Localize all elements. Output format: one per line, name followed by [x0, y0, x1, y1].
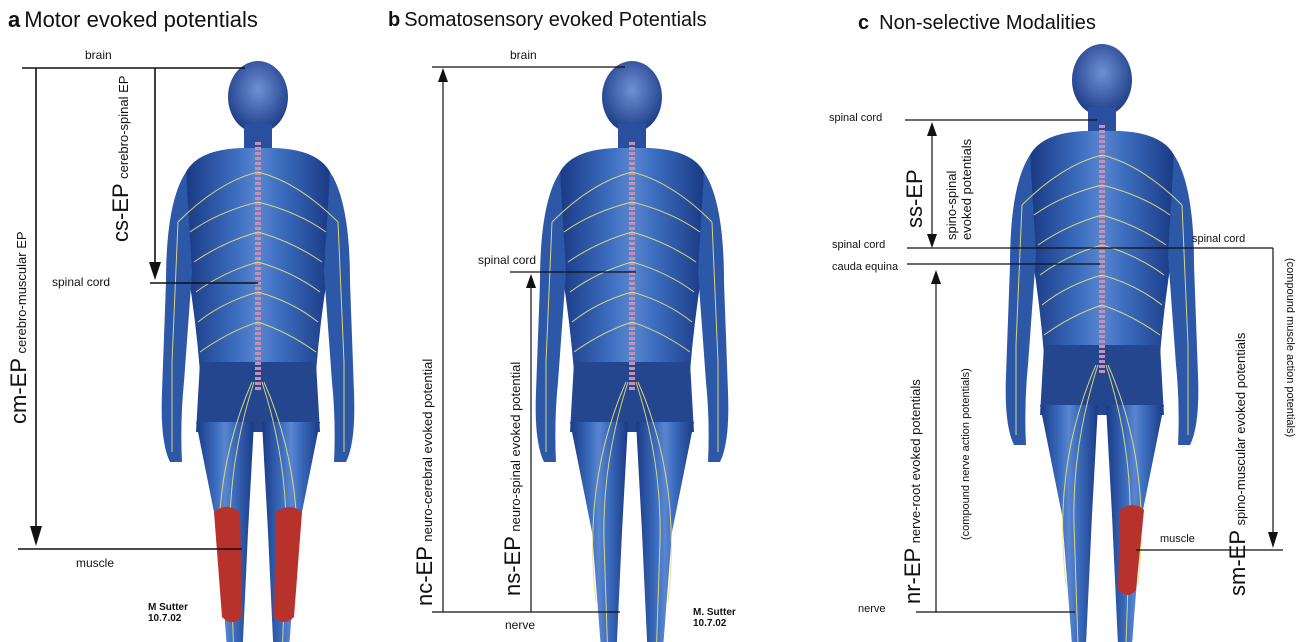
muscle-highlight-left: [214, 507, 242, 622]
a-cm-arrowhead: [30, 526, 42, 546]
a-brain-label: brain: [85, 48, 112, 62]
b-nerve-label: nerve: [505, 618, 535, 632]
body-illustration-c: [1006, 44, 1199, 642]
b-brain-label: brain: [510, 48, 537, 62]
c-nr-paren-label: (compound nerve action potentials): [956, 368, 974, 540]
c-nr-ep-label: nr-EP nerve-root evoked potentials: [902, 379, 927, 604]
muscle-highlight-right: [274, 507, 302, 622]
c-spinal-cord-top-label: spinal cord: [829, 112, 882, 124]
c-ss-arrowhead-up: [927, 122, 937, 136]
body-illustration-a: [162, 61, 355, 642]
a-cm-ep-label: cm-EP cerebro-muscular EP: [6, 231, 32, 424]
a-cs-arrowhead: [149, 262, 161, 280]
c-ss-sub-label: spino-spinal evoked potentials: [944, 139, 974, 240]
body-illustration-b: [536, 61, 729, 642]
c-ss-arrowhead-down: [927, 234, 937, 248]
c-nerve-label: nerve: [858, 603, 886, 615]
c-cauda-equina-label: cauda equina: [832, 261, 898, 273]
c-sm-ep-label: sm-EP spino-muscular evoked potentials: [1225, 333, 1251, 596]
b-ns-arrowhead: [526, 274, 536, 288]
a-muscle-label: muscle: [76, 556, 114, 570]
c-sm-arrowhead: [1268, 532, 1278, 548]
c-spinal-cord-right-label: spinal cord: [1192, 233, 1245, 245]
b-ns-ep-label: ns-EP neuro-spinal evoked potential: [500, 362, 526, 596]
a-cs-ep-label: cs-EP cerebro-spinal EP: [108, 76, 134, 242]
c-nr-arrowhead: [931, 270, 941, 284]
b-nc-arrowhead: [438, 68, 448, 82]
c-ss-ep-label: ss-EP: [902, 169, 928, 228]
a-spinal-cord-label: spinal cord: [52, 275, 110, 289]
c-spinal-cord-mid-label: spinal cord: [832, 239, 885, 251]
c-muscle-label: muscle: [1160, 533, 1195, 545]
c-sm-paren-label: (compound muscle action potentials): [1282, 258, 1298, 437]
b-spinal-cord-label: spinal cord: [478, 253, 536, 267]
b-nc-ep-label: nc-EP neuro-cerebral evoked potential: [412, 359, 438, 606]
